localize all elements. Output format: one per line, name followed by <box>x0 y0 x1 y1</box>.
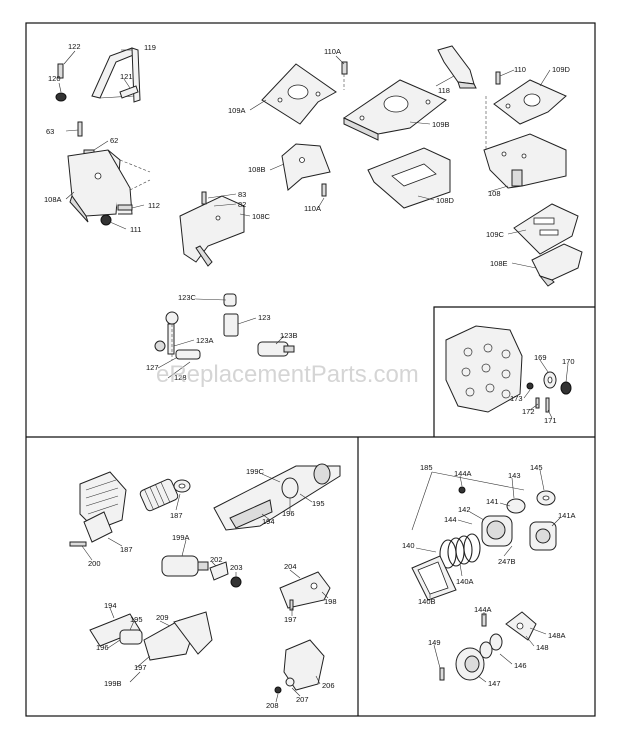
bracket-108 <box>483 133 567 189</box>
bracket-assembly-108a <box>55 47 151 226</box>
label-145: 145 <box>530 463 543 472</box>
label-171: 171 <box>544 416 557 425</box>
label-199a: 199A <box>172 533 190 542</box>
label-111: 111 <box>130 225 141 234</box>
label-148a: 148A <box>548 631 566 640</box>
label-146: 146 <box>514 661 527 670</box>
label-112: 112 <box>148 201 160 210</box>
label-128: 128 <box>174 373 187 382</box>
label-173: 173 <box>510 394 523 403</box>
label-197-b: 197 <box>134 663 147 672</box>
label-148: 148 <box>536 643 549 652</box>
label-195-a: 195 <box>312 499 325 508</box>
label-82: 82 <box>238 200 246 209</box>
label-187-a: 187 <box>170 511 183 520</box>
label-208: 208 <box>266 701 279 710</box>
mounting-plate-109c <box>513 203 579 255</box>
label-108: 108 <box>488 189 501 198</box>
label-144a-top: 144A <box>454 469 472 478</box>
label-206: 206 <box>322 681 335 690</box>
label-209: 209 <box>156 613 169 622</box>
label-119: 119 <box>144 43 156 52</box>
label-141a: 141A <box>558 511 576 520</box>
label-109d: 109D <box>552 65 571 74</box>
label-170: 170 <box>562 357 575 366</box>
label-194-b: 194 <box>104 601 117 610</box>
label-169: 169 <box>534 353 547 362</box>
inset-box-frame <box>433 306 595 437</box>
watermark-text: eReplacementParts.com <box>156 361 419 388</box>
label-118: 118 <box>438 86 450 95</box>
label-199c: 199C <box>246 467 265 476</box>
label-196-b: 196 <box>96 643 109 652</box>
label-247b: 247B <box>498 557 516 566</box>
label-62: 62 <box>110 136 118 145</box>
label-109b: 109B <box>432 120 450 129</box>
label-194-a: 194 <box>262 517 275 526</box>
label-141: 141 <box>486 497 499 506</box>
starter-group <box>411 471 557 681</box>
bracket-118 <box>437 45 477 89</box>
label-110a-mid: 110A <box>304 204 321 213</box>
label-108a: 108A <box>44 195 62 204</box>
label-144a-bot: 144A <box>474 605 492 614</box>
label-207: 207 <box>296 695 309 704</box>
label-195-b: 195 <box>130 615 143 624</box>
label-172: 172 <box>522 407 535 416</box>
label-204: 204 <box>284 562 297 571</box>
inset-gear-cluster <box>445 325 572 413</box>
mounting-plate-109b <box>342 79 447 141</box>
label-197-a: 197 <box>284 615 297 624</box>
label-203: 203 <box>230 563 243 572</box>
bracket-108c <box>179 191 245 267</box>
bracket-108b <box>281 143 331 197</box>
bracket-108e <box>531 243 583 287</box>
muffler-group <box>69 463 341 694</box>
label-123b: 123B <box>280 331 298 340</box>
label-202: 202 <box>210 555 223 564</box>
label-143: 143 <box>508 471 521 480</box>
label-147: 147 <box>488 679 501 688</box>
label-83: 83 <box>238 190 246 199</box>
label-123c: 123C <box>178 293 197 302</box>
bracket-108d <box>367 147 451 209</box>
part-labels: 122 119 120 121 63 62 108A 112 111 110A … <box>44 42 576 710</box>
label-199b: 199B <box>104 679 122 688</box>
label-127: 127 <box>146 363 159 372</box>
label-144: 144 <box>444 515 457 524</box>
label-200: 200 <box>88 559 101 568</box>
label-108e: 108E <box>490 259 508 268</box>
mounting-plate-109d <box>485 71 567 150</box>
mounting-plate-109a <box>261 61 348 125</box>
label-140b: 140B <box>418 597 436 606</box>
governor-linkage-123 <box>154 293 295 360</box>
label-185: 185 <box>420 463 433 472</box>
label-108c: 108C <box>252 212 271 221</box>
label-122: 122 <box>68 42 81 51</box>
label-140: 140 <box>402 541 415 550</box>
label-120: 120 <box>48 74 61 83</box>
label-110a-top: 110A <box>324 47 341 56</box>
label-196-a: 196 <box>282 509 295 518</box>
label-198: 198 <box>324 597 337 606</box>
label-140a: 140A <box>456 577 474 586</box>
label-142: 142 <box>458 505 471 514</box>
label-123: 123 <box>258 313 271 322</box>
label-187-b: 187 <box>120 545 133 554</box>
label-109c: 109C <box>486 230 505 239</box>
leader-lines <box>58 49 569 703</box>
label-123a: 123A <box>196 336 214 345</box>
label-110: 110 <box>514 65 526 74</box>
label-149: 149 <box>428 638 441 647</box>
label-108d: 108D <box>436 196 455 205</box>
outer-frame <box>25 22 596 717</box>
label-121: 121 <box>120 72 133 81</box>
label-63: 63 <box>46 127 54 136</box>
label-109a: 109A <box>228 106 246 115</box>
label-108b: 108B <box>248 165 266 174</box>
